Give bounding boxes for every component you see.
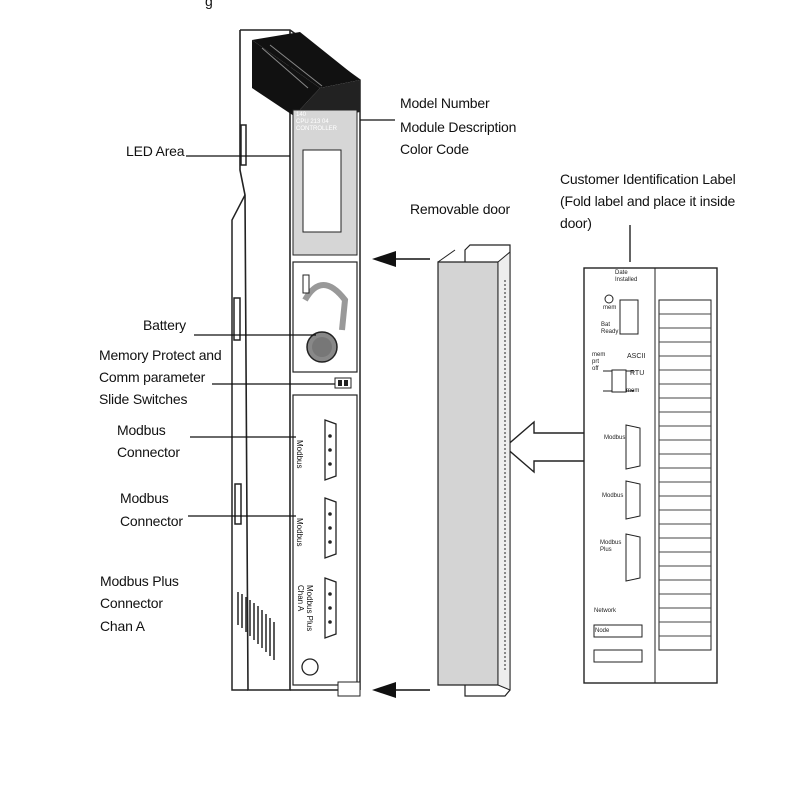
customer-label-line-3: door) <box>560 215 592 231</box>
ascii-text: ASCII <box>627 353 646 360</box>
module-model-text: 140 CPU 213 04 CONTROLLER <box>296 112 337 133</box>
top-caption: g <box>205 0 213 9</box>
bat-ready-line-1: Bat <box>601 322 611 328</box>
top-vent <box>252 32 360 118</box>
model-number-line: Model Number <box>400 95 490 111</box>
door-modbus-plus-line-1: Modbus <box>600 540 622 546</box>
module-description-line: Module Description <box>400 119 517 135</box>
modbus-plus-line-2: Connector <box>100 595 163 611</box>
bat-ready-line-2: Ready <box>601 329 619 335</box>
customer-label-line-1: Customer Identification Label <box>560 171 736 187</box>
battery-label: Battery <box>143 317 186 333</box>
customer-label-line-2: (Fold label and place it inside <box>560 193 736 209</box>
led-area-label: LED Area <box>126 143 185 159</box>
date-installed-line-1: Date <box>615 270 628 276</box>
modbus-2-line-2: Connector <box>120 513 183 529</box>
port-3-text: Modbus Plus Chan A <box>296 585 314 631</box>
model-line-1: CPU 213 04 <box>296 119 329 125</box>
node-text: Node <box>595 628 610 634</box>
removable-door-label: Removable door <box>410 201 510 217</box>
arrow-top <box>372 251 430 267</box>
modbus-plus-line-3: Chan A <box>100 618 145 634</box>
port-2-text: Modbus <box>295 518 304 547</box>
network-text: Network <box>594 608 617 614</box>
arrow-bottom <box>372 682 430 698</box>
door-modbus-2-text: Modbus <box>602 493 624 499</box>
modbus-2-line-1: Modbus <box>120 490 169 506</box>
door-modbus-1-text: Modbus <box>604 435 626 441</box>
rtu-text: RTU <box>630 370 645 377</box>
memory-protect-line-1: Memory Protect and <box>99 347 222 363</box>
port-1-text: Modbus <box>295 440 304 469</box>
mem-prt-line-1: mem <box>592 352 606 358</box>
memory-protect-line-2: Comm parameter <box>99 369 206 385</box>
memory-protect-line-3: Slide Switches <box>99 391 188 407</box>
color-code-line: Color Code <box>400 141 469 157</box>
port-3-line-2: Chan A <box>296 585 305 612</box>
removable-door <box>437 244 511 697</box>
mem-prt-text: mem prt off <box>592 352 605 373</box>
modbus-1-line-2: Connector <box>117 444 180 460</box>
door-modbus-plus-line-2: Plus <box>600 547 612 553</box>
modbus-plus-line-1: Modbus Plus <box>100 573 179 589</box>
leader-lines <box>186 119 631 517</box>
port-3-line-1: Modbus Plus <box>305 585 314 632</box>
modbus-1-line-1: Modbus <box>117 422 166 438</box>
front-panel <box>237 109 361 697</box>
date-installed-line-2: Installed <box>615 277 638 283</box>
model-line-2: CONTROLLER <box>296 126 338 132</box>
door-modbus-plus-text: Modbus Plus <box>600 540 621 554</box>
bat-ready-text: Bat Ready <box>601 322 618 336</box>
date-installed-text: Date Installed <box>615 270 637 284</box>
model-code: 140 <box>296 112 307 118</box>
mem-prt-line-2: prt <box>592 359 600 365</box>
mem-prt-line-3: off <box>592 366 599 372</box>
customer-label-card <box>583 267 718 684</box>
mem-2-text: mem <box>626 388 640 394</box>
mem-on-text: mem <box>603 305 617 311</box>
module-housing <box>231 29 361 691</box>
